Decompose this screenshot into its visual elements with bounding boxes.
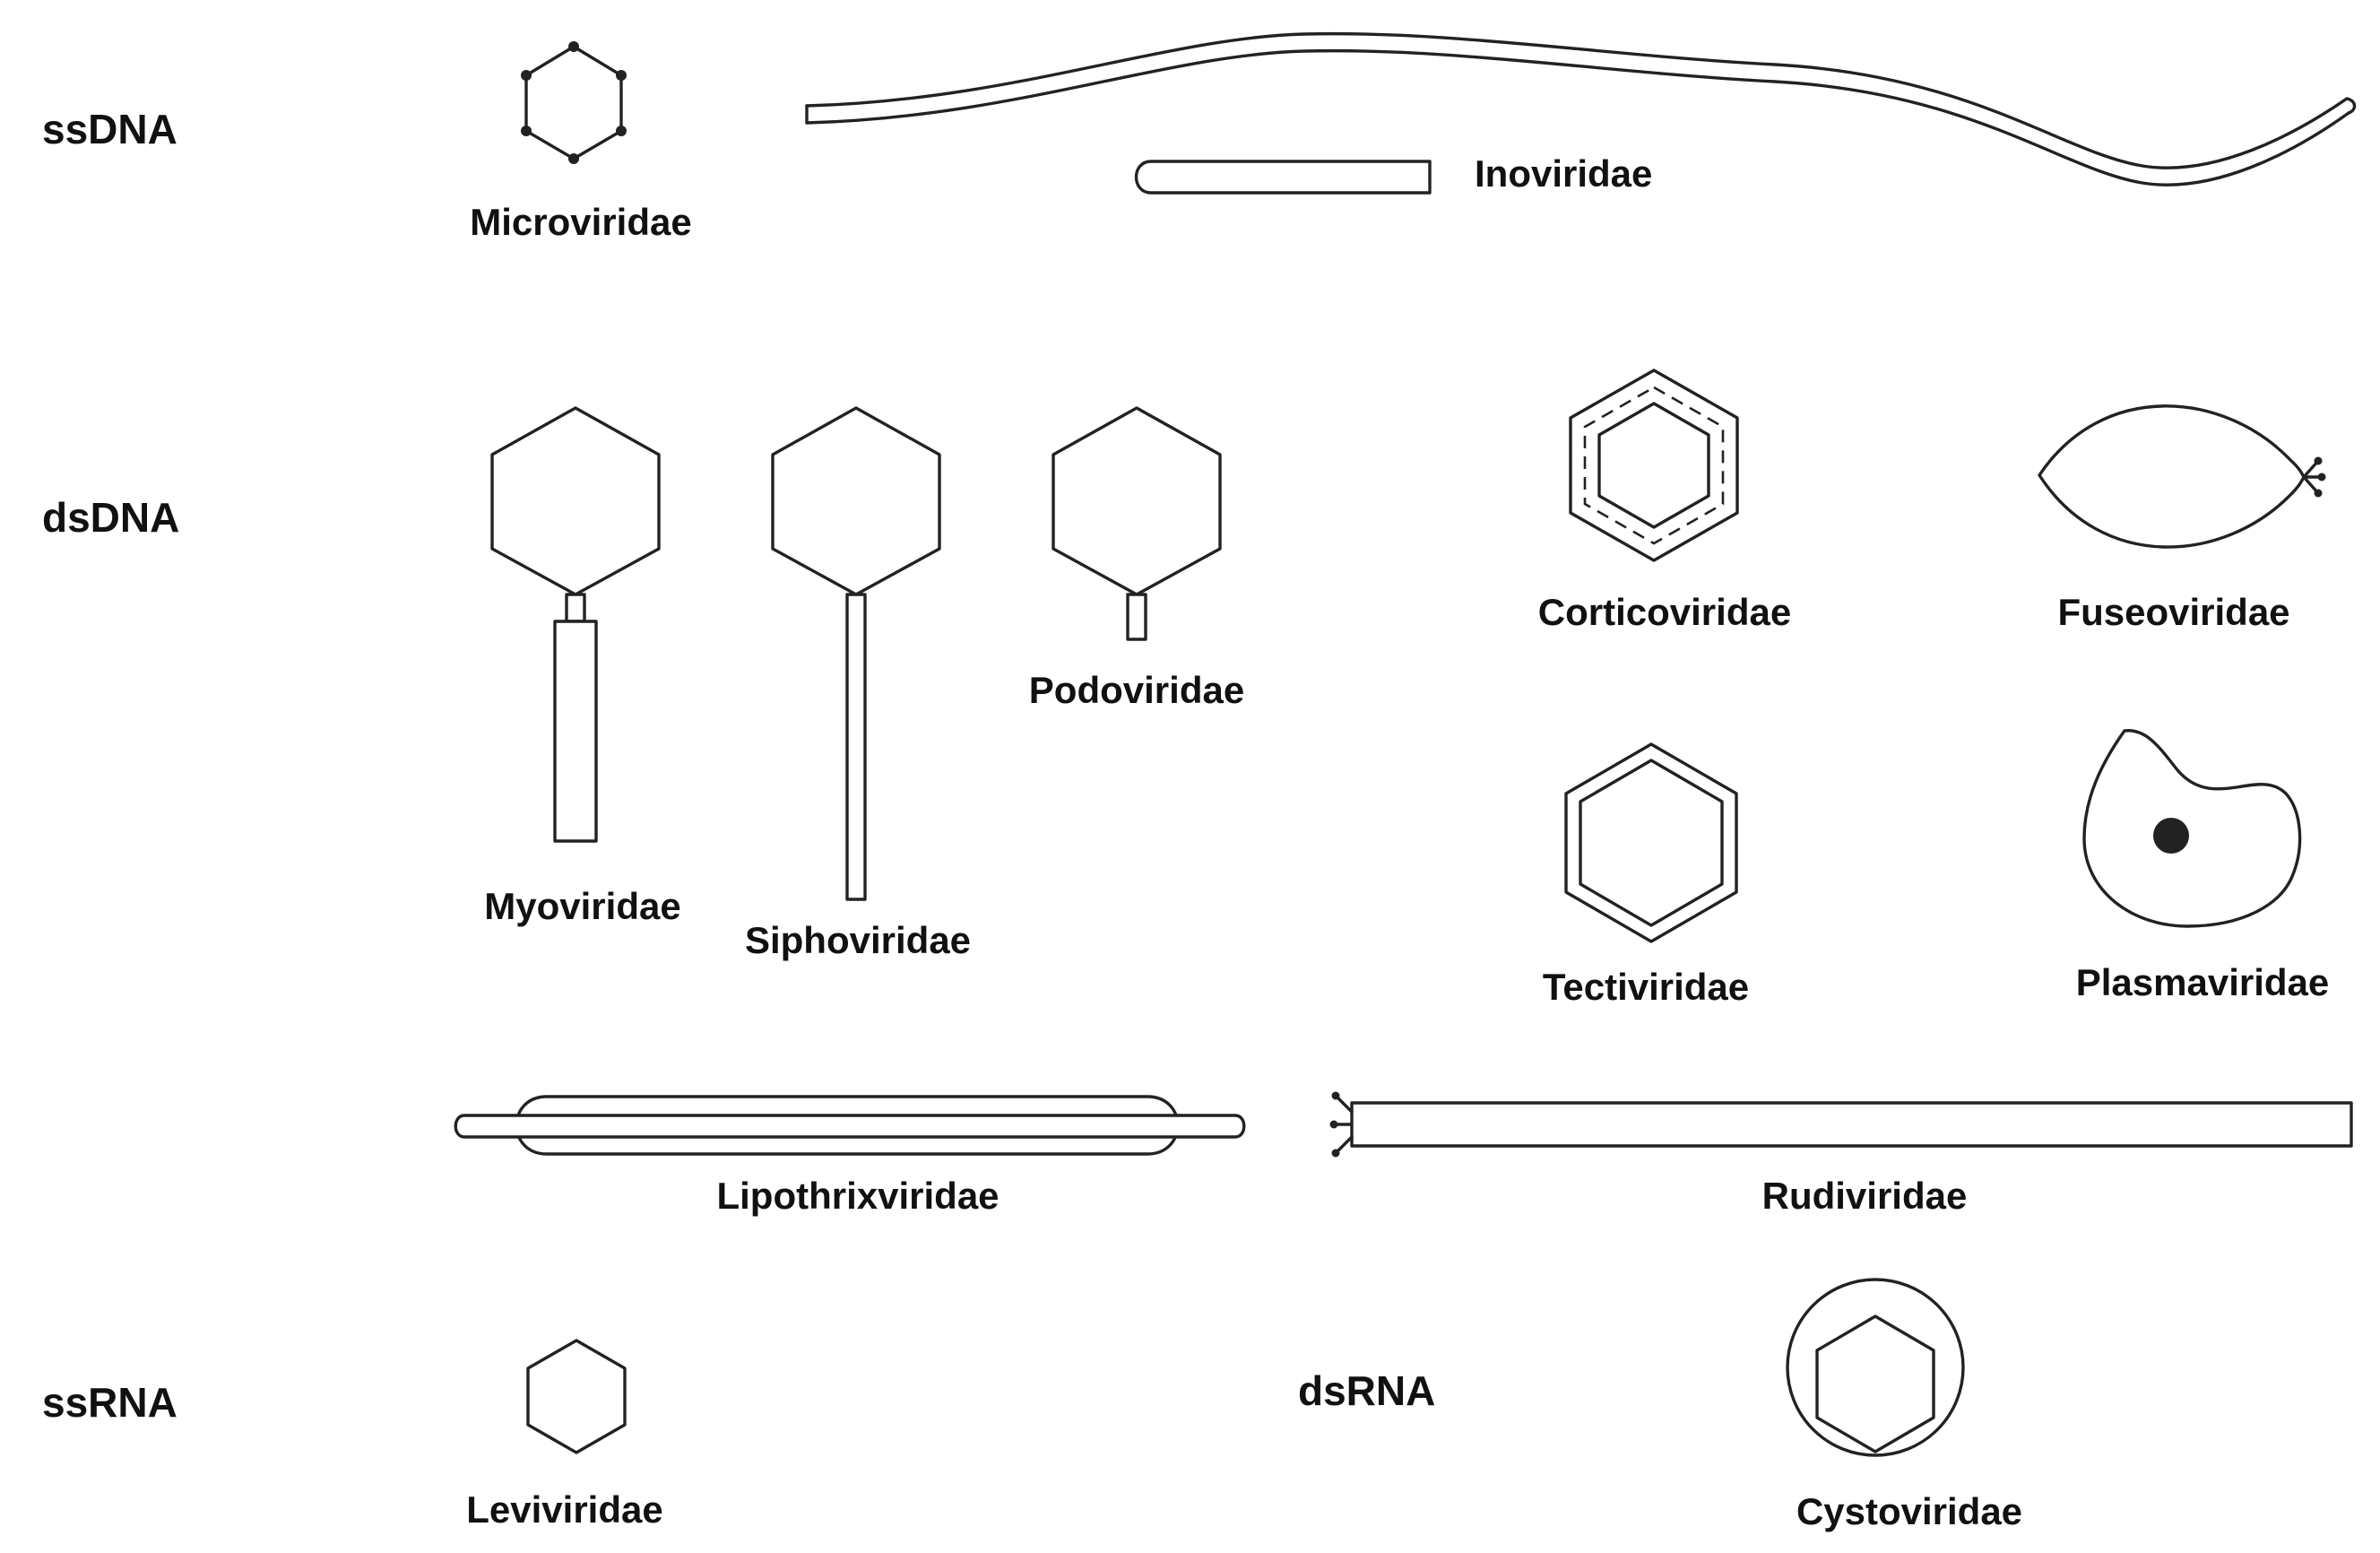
label-fuseoviridae: Fuseoviridae: [2057, 591, 2289, 633]
siphoviridae-shape: [771, 406, 941, 901]
label-inoviridae: Inoviridae: [1475, 152, 1652, 195]
group-label-dsrna: dsRNA: [1298, 1367, 1435, 1414]
podoviridae-shape: [1052, 406, 1222, 641]
corticoviridae-shape: [1569, 369, 1739, 562]
rudiviridae-shape: [1329, 1091, 2353, 1158]
label-lipothrixviridae: Lipothrixviridae: [716, 1175, 999, 1217]
inoviridae-short-rod: [1135, 160, 1432, 195]
label-myoviridae: Myoviridae: [484, 885, 680, 927]
leviviridae-shape: [526, 1339, 627, 1454]
label-leviviridae: Leviviridae: [466, 1488, 662, 1531]
inoviridae-filament: [805, 31, 2357, 187]
microviridae-shape: [521, 41, 627, 164]
label-tectiviridae: Tectiviridae: [1543, 966, 1749, 1008]
cystoviridae-shape: [1786, 1278, 1965, 1457]
label-siphoviridae: Siphoviridae: [745, 919, 971, 961]
label-cystoviridae: Cystoviridae: [1796, 1490, 2022, 1532]
lipothrixviridae-shape: [454, 1095, 1246, 1156]
label-plasmaviridae: Plasmaviridae: [2076, 961, 2330, 1003]
group-label-ssdna: ssDNA: [42, 106, 177, 152]
tectiviridae-shape: [1564, 742, 1738, 943]
label-microviridae: Microviridae: [470, 201, 691, 243]
label-rudiviridae: Rudiviridae: [1762, 1175, 1968, 1217]
fuseoviridae-shape: [2038, 404, 2326, 549]
label-podoviridae: Podoviridae: [1029, 669, 1244, 711]
myoviridae-shape: [490, 406, 661, 843]
plasmaviridae-shape: [2082, 729, 2302, 928]
group-label-ssrna: ssRNA: [42, 1379, 177, 1426]
label-corticoviridae: Corticoviridae: [1538, 591, 1791, 633]
group-label-dsdna: dsDNA: [42, 494, 179, 541]
